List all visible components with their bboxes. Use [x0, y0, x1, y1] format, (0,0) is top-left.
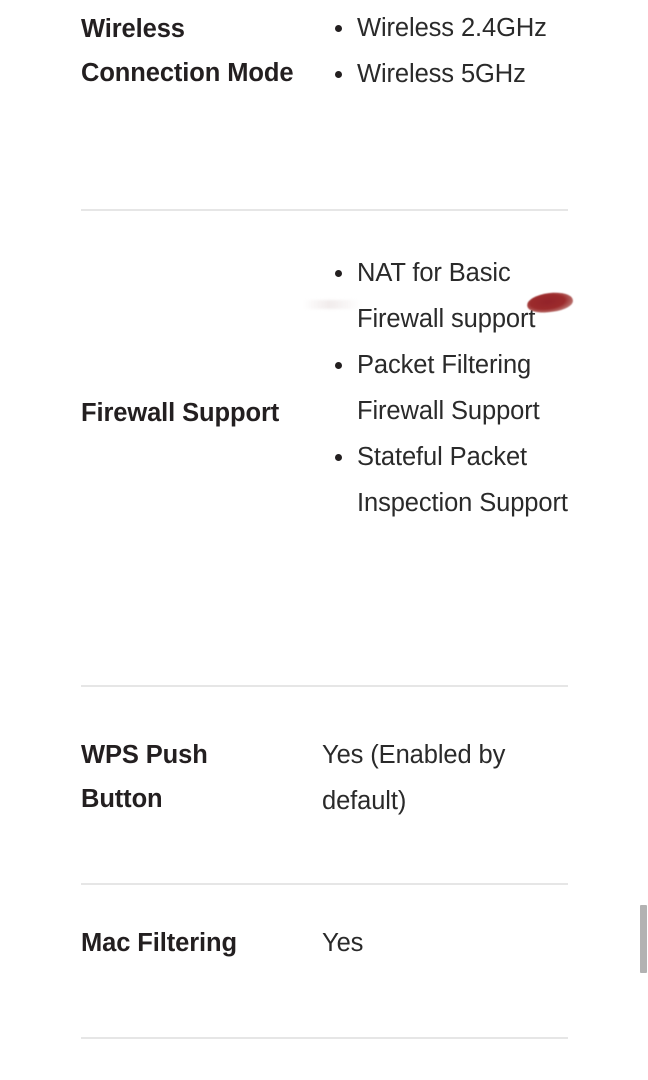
row-divider — [81, 883, 568, 885]
row-divider — [81, 685, 568, 687]
row-divider — [81, 1037, 568, 1039]
bullet-dot-icon — [335, 25, 342, 32]
list-item-text: NAT for Basic Firewall support — [357, 259, 536, 333]
row-value-wireless-connection-mode: Wireless 2.4GHz Wireless 5GHz — [322, 5, 582, 97]
list-item-text: Wireless 5GHz — [357, 60, 526, 88]
list-item-text: Packet Filtering Firewall Support — [357, 351, 540, 425]
row-value-mac-filtering: Yes — [322, 929, 364, 957]
list-item: NAT for Basic Firewall support — [322, 250, 582, 342]
bullet-list: NAT for Basic Firewall support Packet Fi… — [322, 250, 582, 526]
list-item: Wireless 2.4GHz — [322, 5, 582, 51]
list-item-text: Wireless 2.4GHz — [357, 14, 547, 42]
list-item: Packet Filtering Firewall Support — [322, 342, 582, 434]
scrollbar[interactable] — [640, 0, 648, 1080]
row-value-wps-push-button: Yes (Enabled by default) — [322, 741, 506, 815]
row-label-mac-filtering: Mac Filtering — [81, 929, 237, 957]
row-label-wps-push-button: WPS Push Button — [81, 741, 208, 813]
bullet-dot-icon — [335, 71, 342, 78]
bullet-dot-icon — [335, 362, 342, 369]
row-label-firewall-support: Firewall Support — [81, 399, 280, 427]
row-value-firewall-support: NAT for Basic Firewall support Packet Fi… — [322, 250, 582, 526]
bullet-dot-icon — [335, 270, 342, 277]
list-item: Stateful Packet Inspection Support — [322, 434, 582, 526]
bullet-list: Wireless 2.4GHz Wireless 5GHz — [322, 5, 582, 97]
list-item: Wireless 5GHz — [322, 51, 582, 97]
row-divider — [81, 209, 568, 211]
list-item-text: Stateful Packet Inspection Support — [357, 443, 568, 517]
row-label-wireless-connection-mode: Wireless Connection Mode — [81, 15, 294, 87]
scrollbar-thumb[interactable] — [640, 905, 647, 973]
bullet-dot-icon — [335, 454, 342, 461]
